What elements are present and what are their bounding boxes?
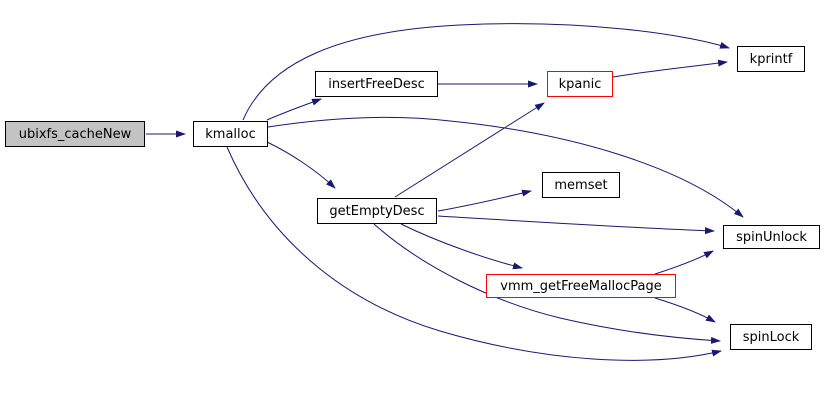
edge-kmalloc-insertFreeDesc [266, 98, 322, 121]
edge-getEmptyDesc-spinUnlock [437, 215, 715, 235]
node-kpanic[interactable]: kpanic [547, 71, 613, 97]
node-spinLock[interactable]: spinLock [730, 324, 812, 350]
node-kprintf[interactable]: kprintf [737, 46, 805, 72]
node-memset[interactable]: memset [542, 172, 620, 198]
node-spinUnlock[interactable]: spinUnlock [723, 225, 820, 249]
edge-kmalloc-getEmptyDesc [266, 141, 336, 189]
edge-getEmptyDesc-vmm_getFreeMallocPage [400, 223, 523, 270]
edge-vmm_getFreeMallocPage-spinLock [654, 297, 716, 323]
edge-getEmptyDesc-kpanic [394, 102, 545, 198]
edge-kmalloc-spinUnlock [267, 116, 744, 218]
node-getEmptyDesc[interactable]: getEmptyDesc [317, 198, 437, 224]
edge-kmalloc-kprintf [242, 23, 730, 121]
node-kmalloc[interactable]: kmalloc [193, 121, 268, 147]
edge-getEmptyDesc-spinLock [373, 223, 721, 344]
node-ubixfs_cacheNew: ubixfs_cacheNew [5, 121, 145, 147]
edge-vmm_getFreeMallocPage-spinUnlock [654, 250, 714, 275]
node-insertFreeDesc[interactable]: insertFreeDesc [315, 71, 438, 97]
node-vmm_getFreeMallocPage[interactable]: vmm_getFreeMallocPage [486, 274, 676, 298]
edge-kpanic-kprintf [612, 59, 728, 78]
edge-kmalloc-spinLock [226, 146, 722, 361]
edge-getEmptyDesc-memset [437, 189, 532, 212]
